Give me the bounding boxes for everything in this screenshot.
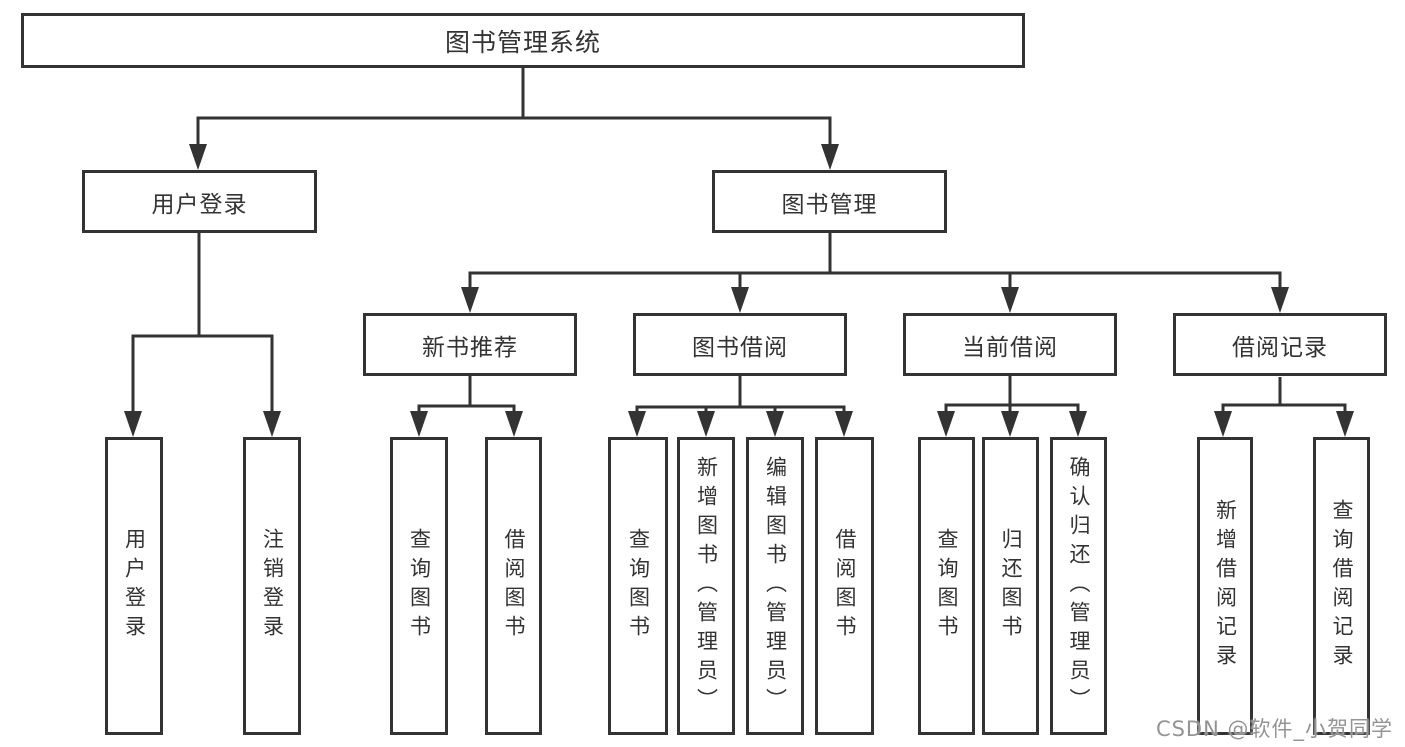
- node-borrow-records: 借阅记录: [1173, 313, 1387, 376]
- node-root-system: 图书管理系统: [21, 13, 1025, 68]
- leaf-query-borrow-record-label: 查询借阅记录: [1330, 499, 1354, 673]
- leaf-edit-book-admin-label: 编辑图书（管理员）: [763, 455, 788, 717]
- leaf-return-book: 归还图书: [982, 437, 1039, 735]
- leaf-query-books-borrow: 查询图书: [608, 437, 668, 735]
- node-book-borrow-label: 图书借阅: [692, 334, 788, 361]
- leaf-logout: 注销登录: [243, 437, 301, 735]
- node-borrow-records-label: 借阅记录: [1232, 334, 1328, 361]
- leaf-query-books-recommend-label: 查询图书: [407, 528, 432, 644]
- node-root-label: 图书管理系统: [444, 27, 601, 57]
- node-new-book-recommend-label: 新书推荐: [422, 334, 518, 361]
- node-current-borrow-label: 当前借阅: [962, 334, 1058, 361]
- leaf-add-book-admin-label: 新增图书（管理员）: [694, 455, 719, 717]
- leaf-add-borrow-record: 新增借阅记录: [1197, 437, 1253, 735]
- node-user-login-label: 用户登录: [151, 191, 248, 218]
- leaf-confirm-return-admin: 确认归还（管理员）: [1050, 437, 1107, 735]
- leaf-add-book-admin: 新增图书（管理员）: [677, 437, 735, 735]
- leaf-query-books-recommend: 查询图书: [390, 437, 448, 735]
- leaf-query-books-current-label: 查询图书: [935, 528, 959, 644]
- leaf-query-books-borrow-label: 查询图书: [626, 528, 651, 644]
- leaf-borrow-books-recommend: 借阅图书: [485, 437, 542, 735]
- leaf-borrow-books-borrow-label: 借阅图书: [833, 528, 857, 644]
- node-book-management: 图书管理: [712, 170, 947, 233]
- node-book-borrow: 图书借阅: [633, 313, 847, 376]
- node-book-management-label: 图书管理: [781, 191, 878, 218]
- leaf-confirm-return-admin-label: 确认归还（管理员）: [1067, 455, 1091, 717]
- leaf-edit-book-admin: 编辑图书（管理员）: [746, 437, 804, 735]
- node-current-borrow: 当前借阅: [903, 313, 1117, 376]
- leaf-query-borrow-record: 查询借阅记录: [1313, 437, 1370, 735]
- csdn-watermark: CSDN @软件_小贺同学: [1155, 717, 1393, 741]
- leaf-return-book-label: 归还图书: [999, 528, 1023, 644]
- leaf-borrow-books-borrow: 借阅图书: [815, 437, 874, 735]
- leaf-add-borrow-record-label: 新增借阅记录: [1213, 499, 1238, 673]
- leaf-user-login: 用户登录: [105, 437, 163, 735]
- leaf-user-login-label: 用户登录: [122, 528, 147, 644]
- node-user-login: 用户登录: [82, 170, 317, 233]
- leaf-borrow-books-recommend-label: 借阅图书: [502, 528, 526, 644]
- leaf-query-books-current: 查询图书: [918, 437, 975, 735]
- node-new-book-recommend: 新书推荐: [363, 313, 577, 376]
- leaf-logout-label: 注销登录: [260, 528, 285, 644]
